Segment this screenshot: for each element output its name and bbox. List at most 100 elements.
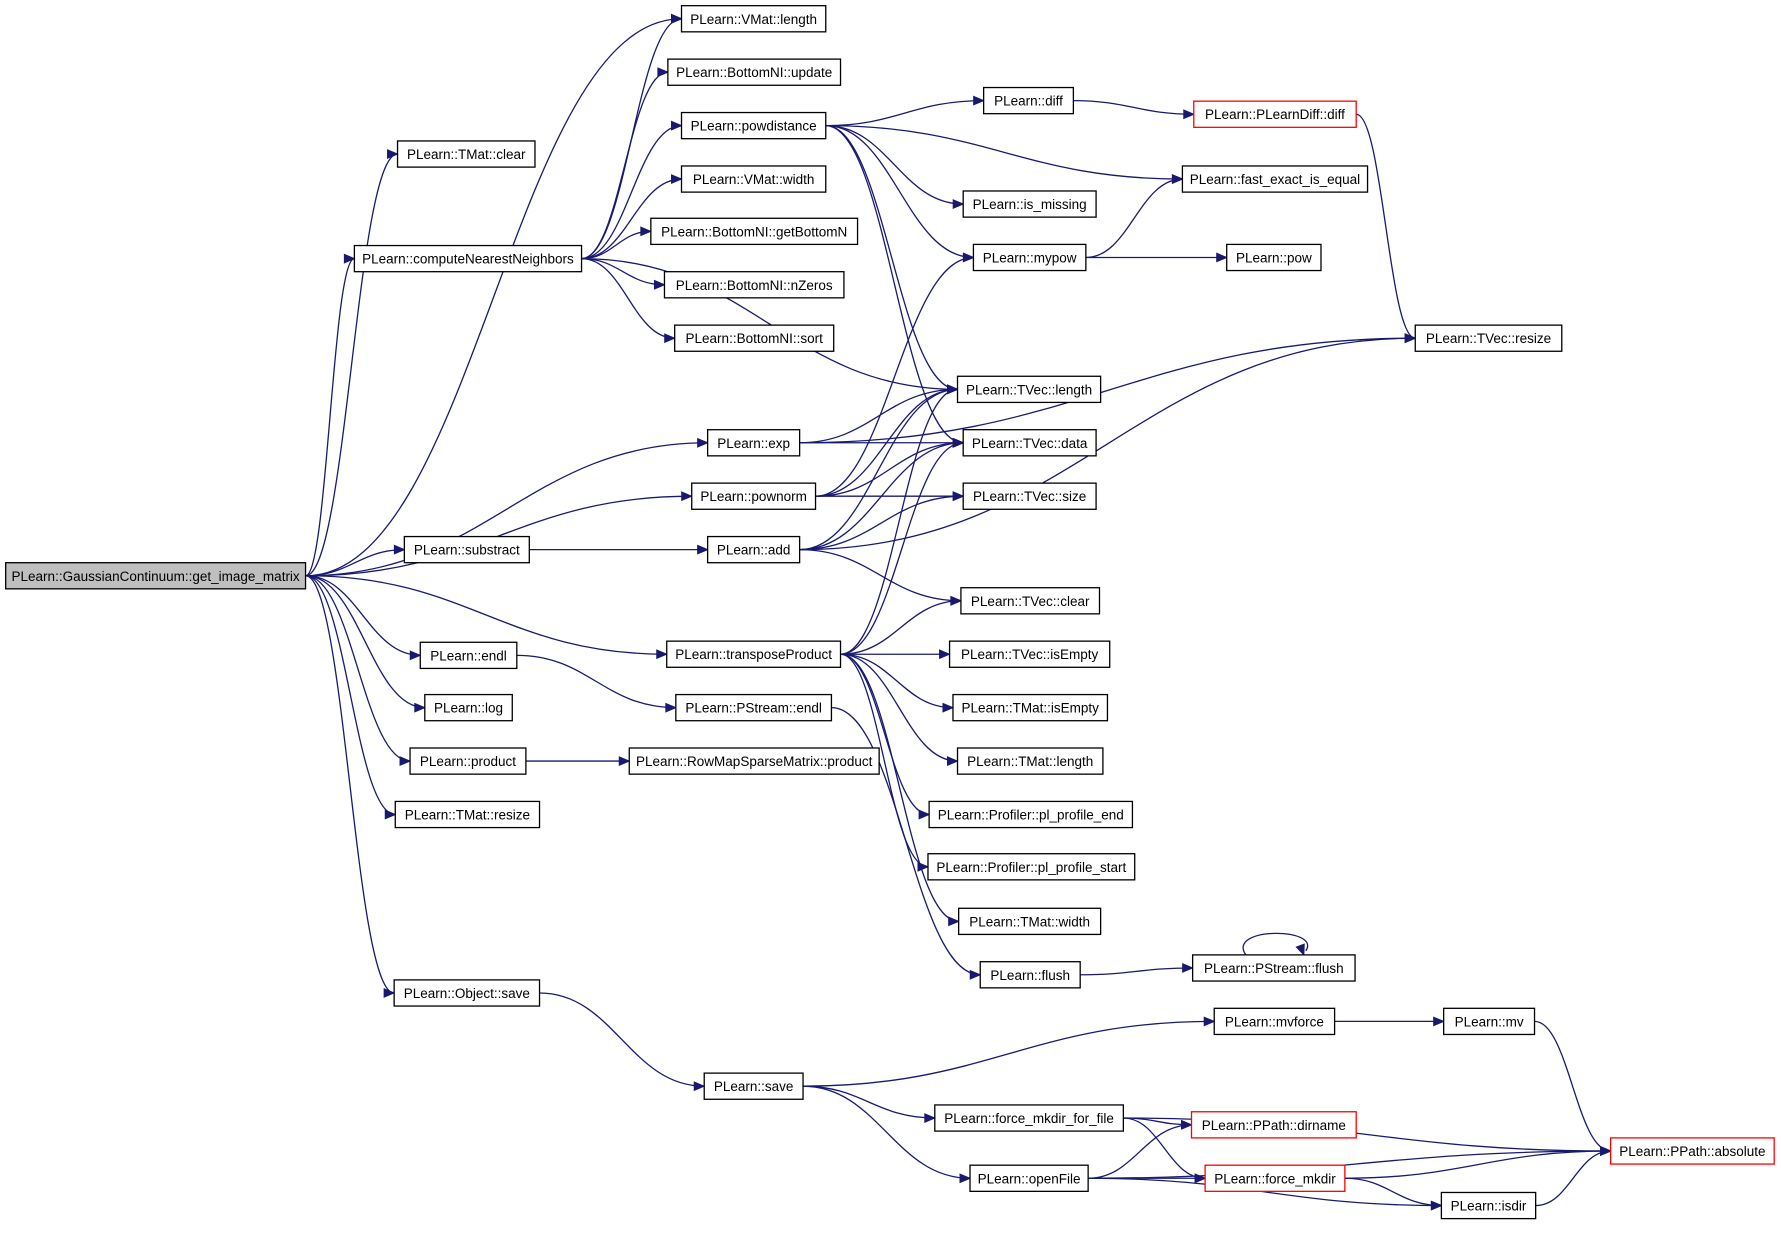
edge-line — [825, 99, 984, 127]
edge-add-to-tvec-resize — [799, 333, 1417, 551]
node-object-save[interactable]: PLearn::Object::save — [393, 979, 541, 1007]
node-label: PLearn::openFile — [978, 1171, 1081, 1186]
edge-line — [840, 442, 964, 655]
node-root[interactable]: PLearn::GaussianContinuum::get_image_mat… — [5, 562, 307, 590]
edge-line — [815, 388, 958, 497]
node-pownorm[interactable]: PLearn::pownorm — [691, 482, 817, 510]
edge-line — [799, 388, 958, 444]
node-tmat-clear[interactable]: PLearn::TMat::clear — [396, 140, 536, 168]
node-label: PLearn::BottomNI::getBottomN — [661, 224, 847, 239]
edge-arrowhead — [1404, 333, 1417, 344]
edge-line — [305, 18, 682, 577]
node-rowmap-product[interactable]: PLearn::RowMapSparseMatrix::product — [628, 747, 880, 775]
node-fast-exact[interactable]: PLearn::fast_exact_is_equal — [1181, 165, 1369, 193]
node-label: PLearn::endl — [430, 648, 507, 663]
edge-line — [305, 153, 398, 577]
node-ppath-dirname[interactable]: PLearn::PPath::dirname — [1190, 1111, 1357, 1139]
edge-isdir-to-ppath-absolute — [1535, 1146, 1612, 1207]
node-transposeproduct[interactable]: PLearn::transposeProduct — [666, 640, 842, 668]
node-box — [675, 693, 833, 722]
node-cnn[interactable]: PLearn::computeNearestNeighbors — [353, 244, 583, 273]
node-profile-end[interactable]: PLearn::Profiler::pl_profile_end — [928, 800, 1134, 829]
edge-pstream-flush-to-pstream-flush — [1242, 932, 1309, 957]
node-isdir[interactable]: PLearn::isdir — [1440, 1191, 1537, 1220]
node-plearndiff-diff[interactable]: PLearn::PLearnDiff::diff — [1193, 100, 1357, 128]
node-tmat-isempty[interactable]: PLearn::TMat::isEmpty — [952, 693, 1109, 722]
edge-arrowhead — [1216, 252, 1229, 263]
edge-root-to-tmat-clear — [305, 149, 399, 577]
node-log[interactable]: PLearn::log — [424, 693, 513, 722]
node-vmat-width[interactable]: PLearn::VMat::width — [680, 165, 827, 193]
node-mvforce[interactable]: PLearn::mvforce — [1213, 1007, 1336, 1036]
edge-transposeproduct-to-tmat-width — [840, 653, 960, 927]
node-tvec-clear[interactable]: PLearn::TVec::clear — [960, 587, 1101, 615]
node-pstream-endl[interactable]: PLearn::PStream::endl — [675, 693, 833, 722]
edge-force-mkdir-to-ppath-absolute — [1344, 1146, 1612, 1179]
node-bottomnl-update[interactable]: PLearn::BottomNI::update — [667, 58, 842, 86]
node-diff[interactable]: PLearn::diff — [982, 86, 1075, 115]
node-pow[interactable]: PLearn::pow — [1226, 243, 1322, 272]
node-tmat-resize[interactable]: PLearn::TMat::resize — [394, 800, 541, 829]
node-mv[interactable]: PLearn::mv — [1443, 1007, 1536, 1036]
node-product[interactable]: PLearn::product — [409, 747, 527, 775]
node-tvec-resize[interactable]: PLearn::TVec::resize — [1414, 324, 1563, 352]
node-bottomnl-getbottomn[interactable]: PLearn::BottomNI::getBottomN — [650, 217, 859, 246]
edge-line — [1085, 178, 1183, 259]
node-box — [353, 244, 583, 273]
edge-root-to-object-save — [305, 575, 396, 998]
node-tvec-data[interactable]: PLearn::TVec::data — [962, 429, 1097, 457]
node-tvec-isempty[interactable]: PLearn::TVec::isEmpty — [948, 640, 1111, 668]
edge-arrowhead — [973, 95, 985, 106]
node-tmat-length[interactable]: PLearn::TMat::length — [956, 747, 1104, 775]
edge-root-to-cnn — [305, 253, 356, 577]
node-is-missing[interactable]: PLearn::is_missing — [962, 190, 1097, 218]
edge-line — [799, 337, 1416, 444]
node-label: PLearn::mvforce — [1225, 1014, 1324, 1029]
node-box — [5, 562, 307, 590]
node-vmat-length[interactable]: PLearn::VMat::length — [680, 5, 827, 33]
edge-mvforce-to-mv — [1334, 1016, 1445, 1027]
node-save[interactable]: PLearn::save — [703, 1072, 804, 1100]
edge-arrowhead — [952, 491, 965, 502]
node-flush[interactable]: PLearn::flush — [979, 961, 1081, 989]
node-box — [691, 482, 817, 510]
edge-line — [305, 257, 355, 577]
node-profile-start[interactable]: PLearn::Profiler::pl_profile_start — [927, 853, 1136, 881]
node-powdistance[interactable]: PLearn::powdistance — [680, 111, 827, 140]
node-box — [628, 747, 880, 775]
node-tvec-size[interactable]: PLearn::TVec::size — [962, 482, 1097, 510]
node-openfile[interactable]: PLearn::openFile — [969, 1164, 1089, 1192]
edge-line — [1088, 1150, 1611, 1179]
node-tvec-length[interactable]: PLearn::TVec::length — [956, 375, 1102, 404]
node-pstream-flush[interactable]: PLearn::PStream::flush — [1191, 954, 1356, 982]
edge-line — [840, 653, 959, 923]
node-label: PLearn::TVec::size — [973, 489, 1086, 504]
edge-line — [799, 388, 958, 551]
node-mypow[interactable]: PLearn::mypow — [972, 243, 1087, 272]
edge-exp-to-tvec-resize — [799, 333, 1417, 444]
node-force-mkdir-for-file[interactable]: PLearn::force_mkdir_for_file — [934, 1104, 1124, 1132]
node-endl[interactable]: PLearn::endl — [419, 641, 518, 670]
edge-mypow-to-pow — [1085, 252, 1229, 263]
edge-mypow-to-fast-exact — [1085, 174, 1184, 259]
edge-line — [305, 442, 708, 577]
edge-arrowhead — [399, 756, 412, 767]
edge-line — [305, 548, 405, 577]
node-label: PLearn::transposeProduct — [675, 647, 832, 662]
edge-diff-to-plearndiff-diff — [1073, 99, 1196, 120]
node-force-mkdir[interactable]: PLearn::force_mkdir — [1204, 1164, 1346, 1192]
node-bottomnl-sort[interactable]: PLearn::BottomNI::sort — [674, 324, 835, 352]
node-box — [962, 190, 1097, 218]
edge-arrowhead — [414, 702, 427, 713]
node-exp[interactable]: PLearn::exp — [706, 429, 801, 457]
node-substract[interactable]: PLearn::substract — [403, 535, 530, 564]
edge-flush-to-pstream-flush — [1080, 963, 1194, 976]
node-ppath-absolute[interactable]: PLearn::PPath::absolute — [1609, 1137, 1775, 1165]
node-bottomnl-nzeros[interactable]: PLearn::BottomNI::nZeros — [663, 271, 845, 299]
node-box — [934, 1104, 1124, 1132]
node-add[interactable]: PLearn::add — [706, 535, 801, 564]
edge-cnn-to-bottomnl-update — [581, 67, 670, 260]
edge-arrowhead — [656, 649, 669, 660]
node-label: PLearn::exp — [717, 436, 790, 451]
node-tmat-width[interactable]: PLearn::TMat::width — [958, 907, 1102, 936]
